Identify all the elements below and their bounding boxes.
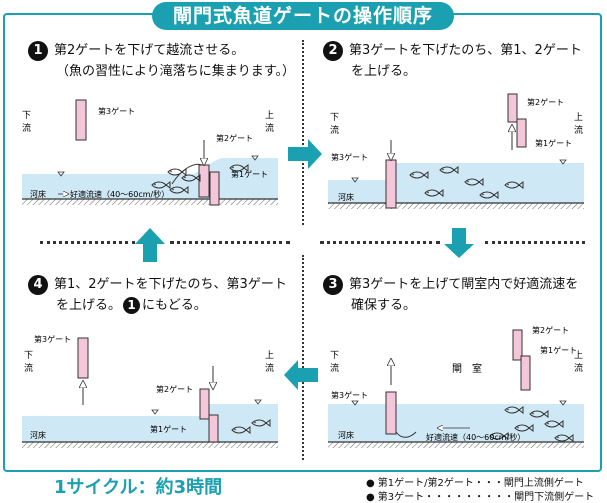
arrow-step2-to-3 bbox=[444, 228, 474, 258]
panel-1-riverbed bbox=[22, 199, 278, 205]
svg-text:第1ゲート: 第1ゲート bbox=[150, 424, 187, 434]
panel-1-water-downstream bbox=[22, 174, 194, 199]
svg-text:河床: 河床 bbox=[338, 430, 354, 440]
step-4-line2b: にもどる。 bbox=[142, 298, 207, 313]
panel-3-gate1 bbox=[520, 355, 531, 391]
step-3-line1: 第3ゲートを上げて閘室内で好適流速を bbox=[349, 277, 579, 292]
svg-text:第1ゲート: 第1ゲート bbox=[535, 138, 572, 148]
svg-text:上: 上 bbox=[265, 350, 274, 361]
svg-text:第2ゲート: 第2ゲート bbox=[527, 97, 564, 107]
svg-text:上: 上 bbox=[574, 350, 583, 361]
svg-text:上: 上 bbox=[574, 112, 583, 123]
diagram-title: 閘門式魚道ゲートの操作順序 bbox=[152, 2, 454, 30]
svg-text:好適流速（40～60cm/秒）: 好適流速（40～60cm/秒） bbox=[426, 432, 525, 442]
vertical-divider-top bbox=[302, 40, 304, 225]
step-4-ref-number: 1 bbox=[123, 297, 141, 314]
step-1-line1: 第2ゲートを下げて越流させる。 bbox=[54, 43, 245, 58]
cycle-time: 1サイクル：約3時間 bbox=[54, 477, 223, 498]
svg-text:河床: 河床 bbox=[338, 192, 354, 202]
horizontal-divider-left-b bbox=[170, 241, 290, 244]
note-gate3: ●第3ゲート・・・・・・・・・閘門下流側ゲート bbox=[366, 492, 595, 503]
svg-text:流: 流 bbox=[265, 362, 274, 374]
panel-2-gate1 bbox=[516, 118, 527, 148]
svg-text:第1ゲート: 第1ゲート bbox=[540, 345, 577, 355]
arrow-step3-to-4 bbox=[284, 360, 318, 390]
panel-3-gate2 bbox=[512, 329, 523, 361]
svg-text:第3ゲート: 第3ゲート bbox=[331, 152, 368, 162]
panel-1-upstream-label: 上 bbox=[265, 110, 274, 121]
svg-text:流: 流 bbox=[24, 362, 33, 374]
panel-2-gate2 bbox=[507, 93, 518, 123]
step-1-text: 1 第2ゲートを下げて越流させる。 （魚の習性により滝落ちに集まります。） bbox=[28, 40, 295, 82]
step-2-line1: 第3ゲートを下げたのち、第1、2ゲート bbox=[349, 43, 582, 58]
svg-text:下: 下 bbox=[24, 351, 33, 361]
step-4-line2a: を上げる。 bbox=[56, 298, 122, 313]
svg-text:流: 流 bbox=[330, 124, 339, 136]
panel-4-gate3 bbox=[77, 337, 89, 379]
step-1-number: 1 bbox=[28, 40, 48, 61]
svg-text:流: 流 bbox=[330, 362, 339, 374]
step-1-line2: （魚の習性により滝落ちに集まります。） bbox=[56, 64, 295, 79]
panel-4-gate1 bbox=[208, 414, 219, 443]
horizontal-divider-right-a bbox=[320, 241, 440, 244]
step-4-line1: 第1、2ゲートを下げたのち、第3ゲート bbox=[54, 277, 287, 292]
svg-text:第3ゲート: 第3ゲート bbox=[34, 334, 71, 344]
svg-text:下: 下 bbox=[330, 351, 339, 361]
panel-4-gate2 bbox=[199, 388, 210, 420]
panel-2-gate3 bbox=[385, 159, 397, 209]
panel-1-gate2-label: 第2ゲート bbox=[216, 133, 253, 143]
svg-text:流: 流 bbox=[22, 122, 31, 134]
step-2-line2: を上げる。 bbox=[351, 64, 417, 79]
note-gate12: ●第1ゲート/第2ゲート・・・閘門上流側ゲート bbox=[366, 478, 584, 489]
step-3-line2: 確保する。 bbox=[351, 298, 417, 313]
svg-text:第2ゲート: 第2ゲート bbox=[156, 384, 193, 394]
panel-1-diagram: 下 流 上 流 第3ゲート 第2ゲート 第1ゲート 河床 好適流速（40～60c… bbox=[22, 99, 278, 206]
vertical-divider-bottom bbox=[302, 255, 304, 460]
step-2-number: 2 bbox=[323, 40, 343, 61]
svg-text:第3ゲート: 第3ゲート bbox=[331, 390, 368, 400]
step-3-number: 3 bbox=[323, 274, 343, 295]
arrow-step1-to-2 bbox=[288, 139, 322, 169]
svg-text:下: 下 bbox=[330, 113, 339, 123]
step-3-text: 3 第3ゲートを上げて閘室内で好適流速を 確保する。 bbox=[323, 274, 578, 316]
svg-text:第2ゲート: 第2ゲート bbox=[532, 325, 569, 335]
panel-3-chamber-label: 閘 室 bbox=[452, 362, 482, 375]
svg-text:流: 流 bbox=[265, 122, 274, 134]
panel-1-riverbed-label: 河床 bbox=[30, 189, 46, 199]
svg-text:河床: 河床 bbox=[30, 430, 46, 440]
panel-4-diagram: 下流 上流 第3ゲート 第2ゲート 第1ゲート 河床 bbox=[22, 334, 278, 448]
panel-1-downstream-label: 下 bbox=[22, 111, 31, 121]
arrow-step4-to-1 bbox=[135, 228, 165, 262]
panel-3-gate3 bbox=[385, 391, 397, 435]
horizontal-divider-right-b bbox=[485, 241, 585, 244]
panel-2-diagram: 下流 上流 第3ゲート 第2ゲート 第1ゲート 河床 bbox=[328, 93, 584, 209]
panel-1-gate1 bbox=[209, 171, 220, 206]
panel-1-flow-label: 好適流速（40～60cm/秒） bbox=[70, 189, 169, 199]
horizontal-divider-left-a bbox=[40, 241, 135, 244]
panel-1-gate3 bbox=[75, 99, 87, 141]
panel-1-gate1-label: 第1ゲート bbox=[231, 169, 268, 179]
step-4-number: 4 bbox=[28, 274, 48, 295]
svg-text:流: 流 bbox=[574, 362, 583, 374]
panel-1-gate3-label: 第3ゲート bbox=[98, 106, 135, 116]
step-2-text: 2 第3ゲートを下げたのち、第1、2ゲート を上げる。 bbox=[323, 40, 582, 82]
svg-text:流: 流 bbox=[574, 124, 583, 136]
panel-3-diagram: 下流 上流 閘 室 第3ゲート 第2ゲート 第1ゲート 河床 好適流速（40～6… bbox=[328, 325, 584, 448]
